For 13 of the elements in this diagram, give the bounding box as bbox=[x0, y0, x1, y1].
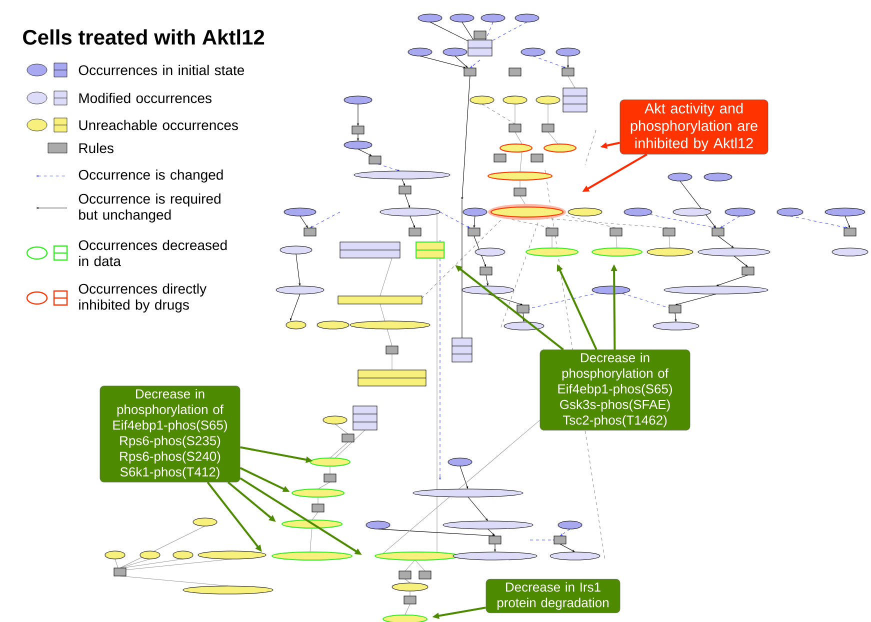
callout-box: Akt activity and phosphorylation are inhibited by Aktl12 bbox=[620, 100, 768, 154]
callout-box: Decrease in phosphorylation of Eif4ebp1-phos(S65) Gsk3s-phos(SFAE) Tsc2-phos(T1462) bbox=[540, 350, 690, 430]
legend-text: Occurrences directly inhibited by drugs bbox=[78, 283, 207, 313]
legend-text: Occurrence is required but unchanged bbox=[78, 193, 220, 223]
callout-box: Decrease in phosphorylation of Eif4ebp1-phos(S65) Rps6-phos(S235) Rps6-phos(S240) S6k1-phos(T412) bbox=[100, 386, 240, 482]
callout-box: Decrease in Irs1 protein degradation bbox=[486, 578, 620, 614]
legend-text: Rules bbox=[79, 142, 114, 154]
title: Cells treated with Aktl12 bbox=[23, 29, 264, 45]
legend-text: Unreachable occurrences bbox=[79, 120, 238, 130]
legend-text: Occurrence is changed bbox=[78, 169, 223, 183]
legend-text: Modified occurrences bbox=[79, 92, 212, 104]
legend-text: Occurrences in initial state bbox=[78, 64, 244, 76]
legend-text: Occurrences decreased in data bbox=[78, 240, 227, 266]
